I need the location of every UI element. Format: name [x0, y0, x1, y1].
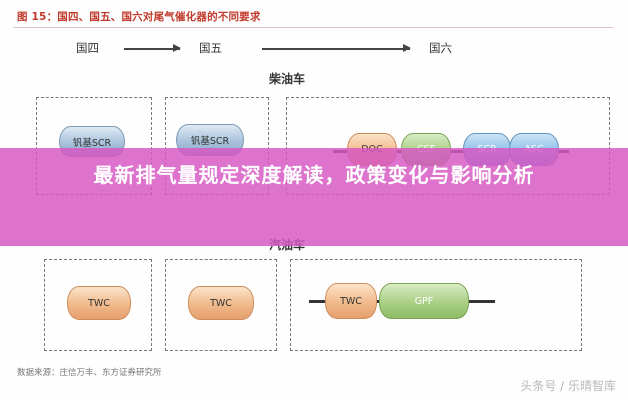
gasoline-guo5-twc-cylinder: TWC [188, 286, 254, 320]
watermark: 头条号 / 乐晴智库 [520, 379, 616, 393]
gasoline-twc-label: TWC [340, 295, 362, 307]
figure-title: 图 15：国四、国五、国六对尾气催化器的不同要求 [17, 11, 261, 23]
gasoline-gpf-label: GPF [414, 295, 434, 307]
headline-title: 最新排气量规定深度解读，政策变化与影响分析 [93, 163, 535, 187]
arrow-guo4-guo5 [124, 44, 181, 52]
gasoline-guo4-twc-label: TWC [88, 297, 110, 309]
arrow-guo5-guo6 [262, 44, 411, 52]
gasoline-guo5-box: TWC [165, 259, 277, 351]
gasoline-twc-cylinder: TWC [325, 283, 377, 319]
gasoline-guo4-box: TWC [44, 259, 152, 351]
source-note: 数据来源：庄信万丰、东方证券研究所 [17, 368, 162, 378]
gasoline-gpf-cylinder: GPF [379, 283, 469, 319]
title-divider [13, 27, 613, 28]
diesel-label: 柴油车 [269, 72, 306, 86]
gasoline-guo4-twc-cylinder: TWC [67, 286, 131, 320]
gasoline-guo5-twc-label: TWC [210, 297, 232, 309]
gasoline-guo6-box: TWC GPF [290, 259, 582, 351]
diesel-guo4-scr-label: 钒基SCR [72, 137, 112, 149]
stage-guo4: 国四 [76, 41, 99, 55]
diesel-guo5-scr-label: 钒基SCR [190, 136, 230, 147]
stage-guo6: 国六 [429, 41, 452, 55]
headline-banner [0, 148, 628, 246]
stage-guo5: 国五 [199, 41, 222, 55]
